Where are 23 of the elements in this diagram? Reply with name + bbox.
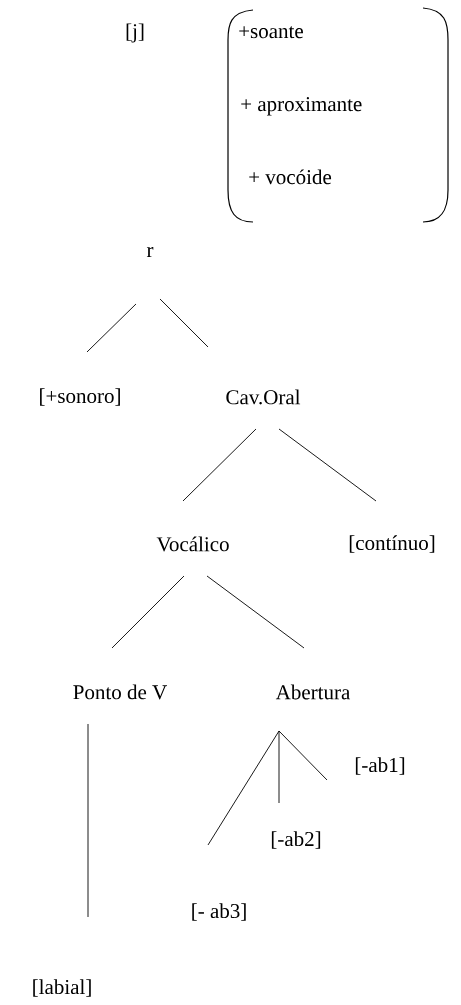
feature-matrix: +soante + aproximante + vocóide [227,7,449,223]
tree-branch [111,575,185,649]
tree-branch [278,730,280,804]
tree-branch [86,303,137,353]
tree-label: Cav.Oral [226,389,301,405]
tree-label: [+sonoro] [40,388,120,406]
tree-branch [278,730,328,781]
tree-label: Ponto de V [73,684,167,700]
tree-branch [87,723,89,918]
tree-label: [-ab1] [355,757,405,775]
tree-label: Abertura [275,684,351,700]
tree-branch [278,428,377,502]
tree-branch [182,428,257,502]
tree-label: [labial] [33,979,91,997]
tree-label: r [146,247,154,257]
tree-label: Vocálico [156,536,229,552]
tree-branch [206,575,305,649]
tree-branch [207,730,280,846]
tree-label: [-ab2] [271,831,321,849]
tree-label: [j] [126,23,144,43]
tree-label: [- ab3] [192,903,246,921]
tree-label: [contínuo] [349,535,435,553]
tree-branch [159,298,209,348]
